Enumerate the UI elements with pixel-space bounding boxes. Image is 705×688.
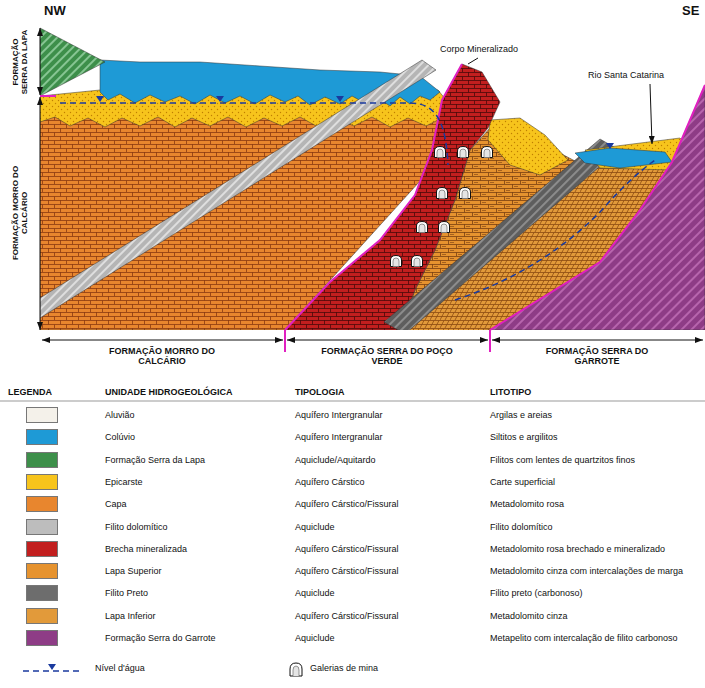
legend-unit: Filito Preto — [105, 588, 290, 598]
table-cell: Aquífero Intergranular — [295, 410, 480, 420]
legend-swatch — [26, 496, 58, 512]
formation-label: FORMAÇÃO MORRO DO CALCÁRIO — [87, 346, 237, 367]
legend-swatch — [26, 474, 58, 490]
table-cell: Aquífero Cárstico — [295, 477, 480, 487]
table-cell: Aquiclude/Aquitardo — [295, 455, 480, 465]
table-cell: Aquífero Cárstico/Fissural — [295, 544, 480, 554]
table-header: LITOTIPO — [490, 387, 531, 397]
water-level-symbol — [22, 661, 82, 677]
legend-text: Galerias de mina — [310, 663, 378, 673]
legend-unit: Aluvião — [105, 410, 290, 420]
legend-swatch — [26, 541, 58, 557]
formation-label: FORMAÇÃO MORRO DO CALCÁRIO — [11, 158, 29, 268]
legend-unit: Filito dolomítico — [105, 522, 290, 532]
formation-label: FORMAÇÃO SERRA DO GARROTE — [522, 346, 672, 367]
table-cell: Metadolomito cinza — [490, 611, 700, 621]
table-header: UNIDADE HIDROGEOLÓGICA — [105, 387, 233, 397]
table-cell: Aquiclude — [295, 522, 480, 532]
table-cell: Aquífero Cárstico/Fissural — [295, 499, 480, 509]
table-cell: Argilas e areias — [490, 410, 700, 420]
table-cell: Metadolomito cinza com intercalações de … — [490, 566, 700, 576]
table-cell: Aquiclude — [295, 633, 480, 643]
legend-swatch — [26, 630, 58, 646]
legend-swatch — [26, 608, 58, 624]
legend-swatch — [26, 452, 58, 468]
table-cell: Metapelito com intercalação de filito ca… — [490, 633, 700, 643]
formation-label: FORMAÇÃO SERRA DO POÇO VERDE — [312, 346, 462, 367]
table-cell: Aquífero Cárstico/Fissural — [295, 566, 480, 576]
legend-swatch — [26, 407, 58, 423]
table-cell: Filito preto (carbonoso) — [490, 588, 700, 598]
legend-unit: Formação Serra do Garrote — [105, 633, 290, 643]
table-cell: Metadolomito rosa brechado e mineralizad… — [490, 544, 700, 554]
table-cell: Carte superficial — [490, 477, 700, 487]
legend-unit: Lapa Superior — [105, 566, 290, 576]
table-cell: Siltitos e argilitos — [490, 432, 700, 442]
table-cell: Metadolomito rosa — [490, 499, 700, 509]
table-cell: Aquiclude — [295, 588, 480, 598]
legend-swatch — [26, 519, 58, 535]
table-cell: Filitos com lentes de quartzitos finos — [490, 455, 700, 465]
table-header: LEGENDA — [8, 387, 52, 397]
table-cell: Filito dolomítico — [490, 522, 700, 532]
mine-gallery-symbol — [288, 661, 304, 677]
table-header: TIPOLOGIA — [295, 387, 345, 397]
table-cell: Aquífero Intergranular — [295, 432, 480, 442]
legend-text: Nível d'água — [95, 663, 145, 673]
compass-label: SE — [682, 4, 699, 19]
compass-label: NW — [44, 4, 66, 19]
legend-unit: Colúvio — [105, 432, 290, 442]
callout-label: Rio Santa Catarina — [588, 70, 664, 80]
legend-unit: Epicarste — [105, 477, 290, 487]
legend-swatch — [26, 563, 58, 579]
legend-swatch — [26, 429, 58, 445]
legend-swatch — [26, 585, 58, 601]
table-cell: Aquífero Cárstico/Fissural — [295, 611, 480, 621]
legend-unit: Brecha mineralizada — [105, 544, 290, 554]
legend-unit: Lapa Inferior — [105, 611, 290, 621]
legend-unit: Formação Serra da Lapa — [105, 455, 290, 465]
legend-unit: Capa — [105, 499, 290, 509]
callout-label: Corpo Mineralizado — [440, 44, 518, 54]
formation-label: FORMAÇÃO SERRA DA LAPA — [11, 27, 29, 97]
